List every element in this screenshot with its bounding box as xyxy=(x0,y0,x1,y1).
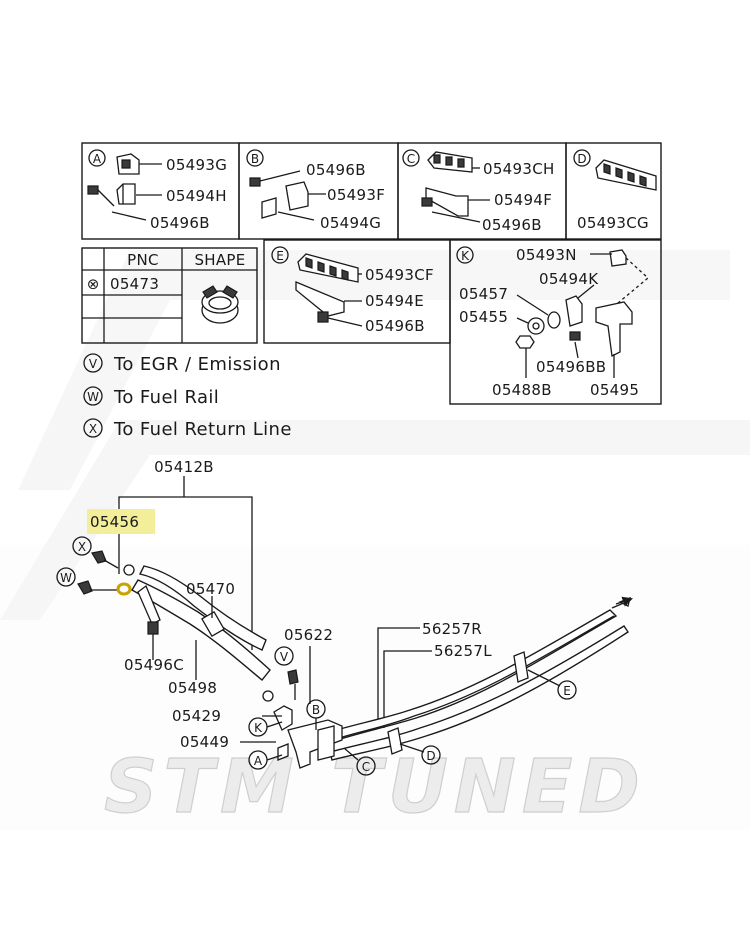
box-c-part-1: 05493CH xyxy=(483,160,555,178)
legend-item-fuel-rail: W To Fuel Rail xyxy=(83,386,219,408)
box-d: D 05493CG xyxy=(565,142,662,240)
main-assembly: 05412B 05456 X W 05470 05496C 05498 0562… xyxy=(56,458,633,776)
box-k-part-1: 05493N xyxy=(516,246,577,264)
label-05622: 05622 xyxy=(284,626,333,644)
callout-d: D xyxy=(426,749,435,763)
box-a-part-2: 05494H xyxy=(166,187,227,205)
o-ring-05456 xyxy=(116,582,132,596)
label-05456: 05456 xyxy=(90,513,139,531)
pnc-header: PNC xyxy=(127,251,159,269)
box-k-part-5: 05496BB xyxy=(536,358,606,376)
watermark-text: STM TUNED xyxy=(104,744,646,830)
box-b-part-1: 05496B xyxy=(306,161,366,179)
box-b: B 05496B 05493F 05494G xyxy=(238,142,399,240)
box-e-part-1: 05493CF xyxy=(365,266,434,284)
callout-a: A xyxy=(254,754,263,768)
callout-v: V xyxy=(280,650,289,664)
box-d-part-1: 05493CG xyxy=(577,214,649,232)
label-05429: 05429 xyxy=(172,707,221,725)
box-e: E 05493CF 05494E 05496B xyxy=(263,239,451,344)
shape-header: SHAPE xyxy=(194,251,245,269)
legend-symbol-w: W xyxy=(87,390,99,404)
callout-x: X xyxy=(78,540,86,554)
label-05470: 05470 xyxy=(186,580,235,598)
pnc-row-value: 05473 xyxy=(110,275,159,293)
clamp-shape-icon xyxy=(201,285,239,324)
box-a: A 05493G 05494H 05496B xyxy=(81,142,240,240)
legend-text-egr: To EGR / Emission xyxy=(113,354,281,375)
box-a-letter: A xyxy=(93,152,102,166)
callout-b: B xyxy=(312,703,320,717)
legend-symbol-v: V xyxy=(89,357,98,371)
legend-text-fuel-rail: To Fuel Rail xyxy=(113,387,219,408)
label-05498: 05498 xyxy=(168,679,217,697)
legend-item-fuel-return: X To Fuel Return Line xyxy=(83,418,292,440)
legend-symbol-x: X xyxy=(89,422,97,436)
box-k-part-4: 05455 xyxy=(459,308,508,326)
box-k-part-7: 05495 xyxy=(590,381,639,399)
box-e-part-3: 05496B xyxy=(365,317,425,335)
highlight-05456 xyxy=(87,509,155,534)
callout-e: E xyxy=(563,684,571,698)
label-05412b: 05412B xyxy=(154,458,214,476)
box-k: K 05493N 05494K 05457 05455 05496BB 0548… xyxy=(449,239,662,405)
box-a-part-1: 05493G xyxy=(166,156,227,174)
label-05496c: 05496C xyxy=(124,656,184,674)
box-b-part-2: 05493F xyxy=(327,186,385,204)
callout-w: W xyxy=(60,571,72,585)
label-56257l: 56257L xyxy=(434,642,492,660)
box-b-letter: B xyxy=(251,152,259,166)
callout-c: C xyxy=(362,760,370,774)
box-a-part-3: 05496B xyxy=(150,214,210,232)
box-d-letter: D xyxy=(577,152,586,166)
box-e-letter: E xyxy=(276,249,284,263)
pnc-table: PNC SHAPE ⊗ 05473 xyxy=(81,247,258,344)
box-k-letter: K xyxy=(461,249,470,263)
box-c-part-2: 05494F xyxy=(494,191,552,209)
label-05449: 05449 xyxy=(180,733,229,751)
box-b-part-3: 05494G xyxy=(320,214,381,232)
box-e-part-2: 05494E xyxy=(365,292,424,310)
label-56257r: 56257R xyxy=(422,620,482,638)
legend-item-egr: V To EGR / Emission xyxy=(83,353,281,375)
box-k-part-2: 05494K xyxy=(539,270,599,288)
box-c: C 05493CH 05494F 05496B xyxy=(397,142,567,240)
box-k-part-3: 05457 xyxy=(459,285,508,303)
box-c-letter: C xyxy=(407,152,415,166)
box-k-part-6: 05488B xyxy=(492,381,552,399)
watermark xyxy=(0,250,750,620)
legend-text-fuel-return: To Fuel Return Line xyxy=(113,419,292,440)
pnc-row-symbol: ⊗ xyxy=(87,275,100,293)
box-c-part-3: 05496B xyxy=(482,216,542,234)
legend: V To EGR / Emission W To Fuel Rail X To … xyxy=(83,353,292,440)
callout-k: K xyxy=(254,721,263,735)
